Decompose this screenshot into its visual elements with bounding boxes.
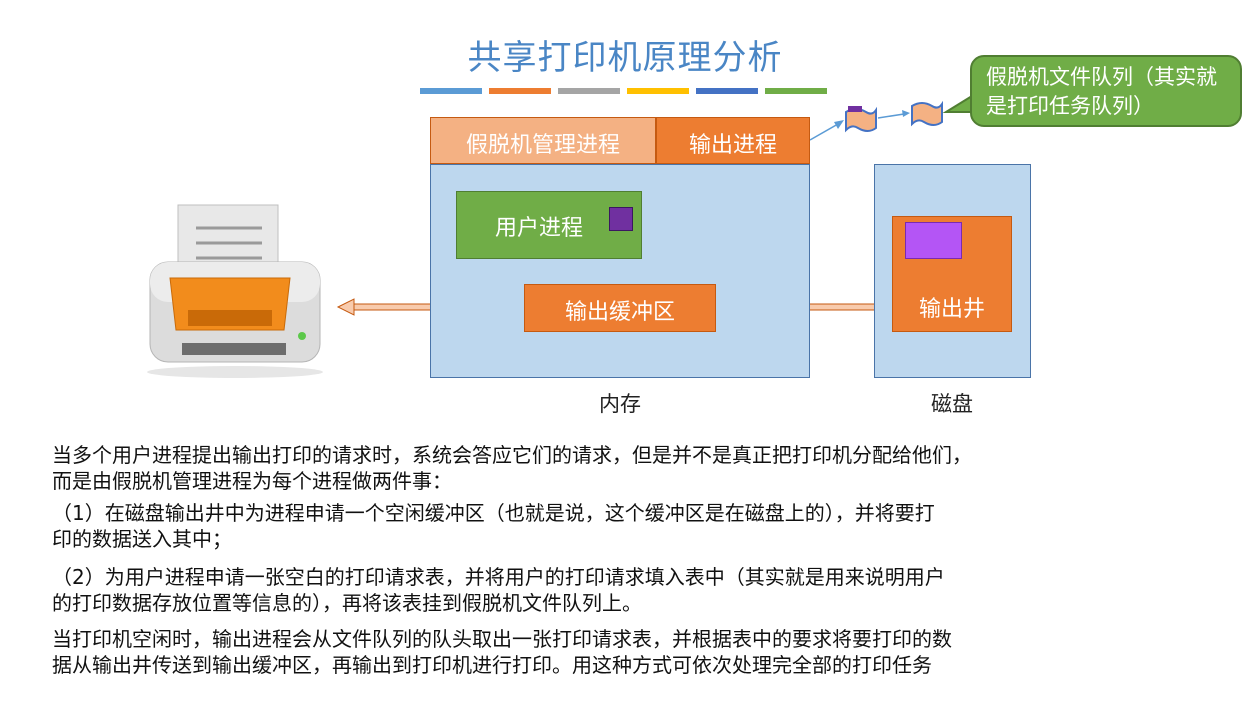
stripe <box>696 88 758 94</box>
output-process: 输出进程 <box>656 117 810 164</box>
spooling-manager-label: 假脱机管理进程 <box>465 133 620 158</box>
callout-pointer <box>942 94 973 113</box>
memory-caption: 内存 <box>599 392 641 416</box>
paragraph-intro: 当多个用户进程提出输出打印的请求时，系统会答应它们的请求，但是并不是真正把打印机… <box>52 442 1237 494</box>
text-line: 当多个用户进程提出输出打印的请求时，系统会答应它们的请求，但是并不是真正把打印机… <box>52 443 972 467</box>
well-data-block <box>905 222 962 259</box>
user-data-block <box>609 207 633 231</box>
text-line: 当打印机空闲时，输出进程会从文件队列的队头取出一张打印请求表，并根据表中的要求将… <box>52 627 952 651</box>
paragraph-step-2: （2）为用户进程申请一张空白的打印请求表，并将用户的打印请求填入表中（其实就是用… <box>52 564 1237 616</box>
output-buffer: 输出缓冲区 <box>524 284 716 332</box>
queue-arrow <box>877 110 910 119</box>
paragraph-printing: 当打印机空闲时，输出进程会从文件队列的队头取出一张打印请求表，并根据表中的要求将… <box>52 626 1237 678</box>
stripe <box>420 88 482 94</box>
user-process-label: 用户进程 <box>495 216 584 241</box>
text-line: 印的数据送入其中； <box>52 527 232 551</box>
output-well-label: 输出井 <box>918 297 985 322</box>
text-line: 而是由假脱机管理进程为每个进程做两件事： <box>52 469 452 493</box>
page-title: 共享打印机原理分析 <box>467 38 783 78</box>
title-underline <box>420 88 830 94</box>
file-icon <box>911 100 943 127</box>
output-process-label: 输出进程 <box>688 133 777 158</box>
queue-arrow <box>809 120 844 141</box>
text-line: （2）为用户进程申请一张空白的打印请求表，并将用户的打印请求填入表中（其实就是用… <box>52 565 945 589</box>
text-line: 的打印数据存放位置等信息的），再将该表挂到假脱机文件队列上。 <box>52 591 642 615</box>
spool-queue-callout: 假脱机文件队列（其实就是打印任务队列） <box>970 55 1242 127</box>
text-line: 据从输出井传送到输出缓冲区，再输出到打印机进行打印。用这种方式可依次处理完全部的… <box>52 653 932 677</box>
paragraph-step-1: （1）在磁盘输出井中为进程申请一个空闲缓冲区（也就是说，这个缓冲区是在磁盘上的）… <box>52 500 1237 552</box>
file-icon <box>845 106 877 133</box>
spooling-manager-process: 假脱机管理进程 <box>430 117 656 164</box>
output-buffer-label: 输出缓冲区 <box>564 300 675 325</box>
stripe <box>627 88 689 94</box>
stripe <box>765 88 827 94</box>
stripe <box>558 88 620 94</box>
stripe <box>489 88 551 94</box>
text-line: （1）在磁盘输出井中为进程申请一个空闲缓冲区（也就是说，这个缓冲区是在磁盘上的）… <box>52 501 935 525</box>
disk-caption: 磁盘 <box>931 392 973 416</box>
printer-icon <box>147 204 323 378</box>
